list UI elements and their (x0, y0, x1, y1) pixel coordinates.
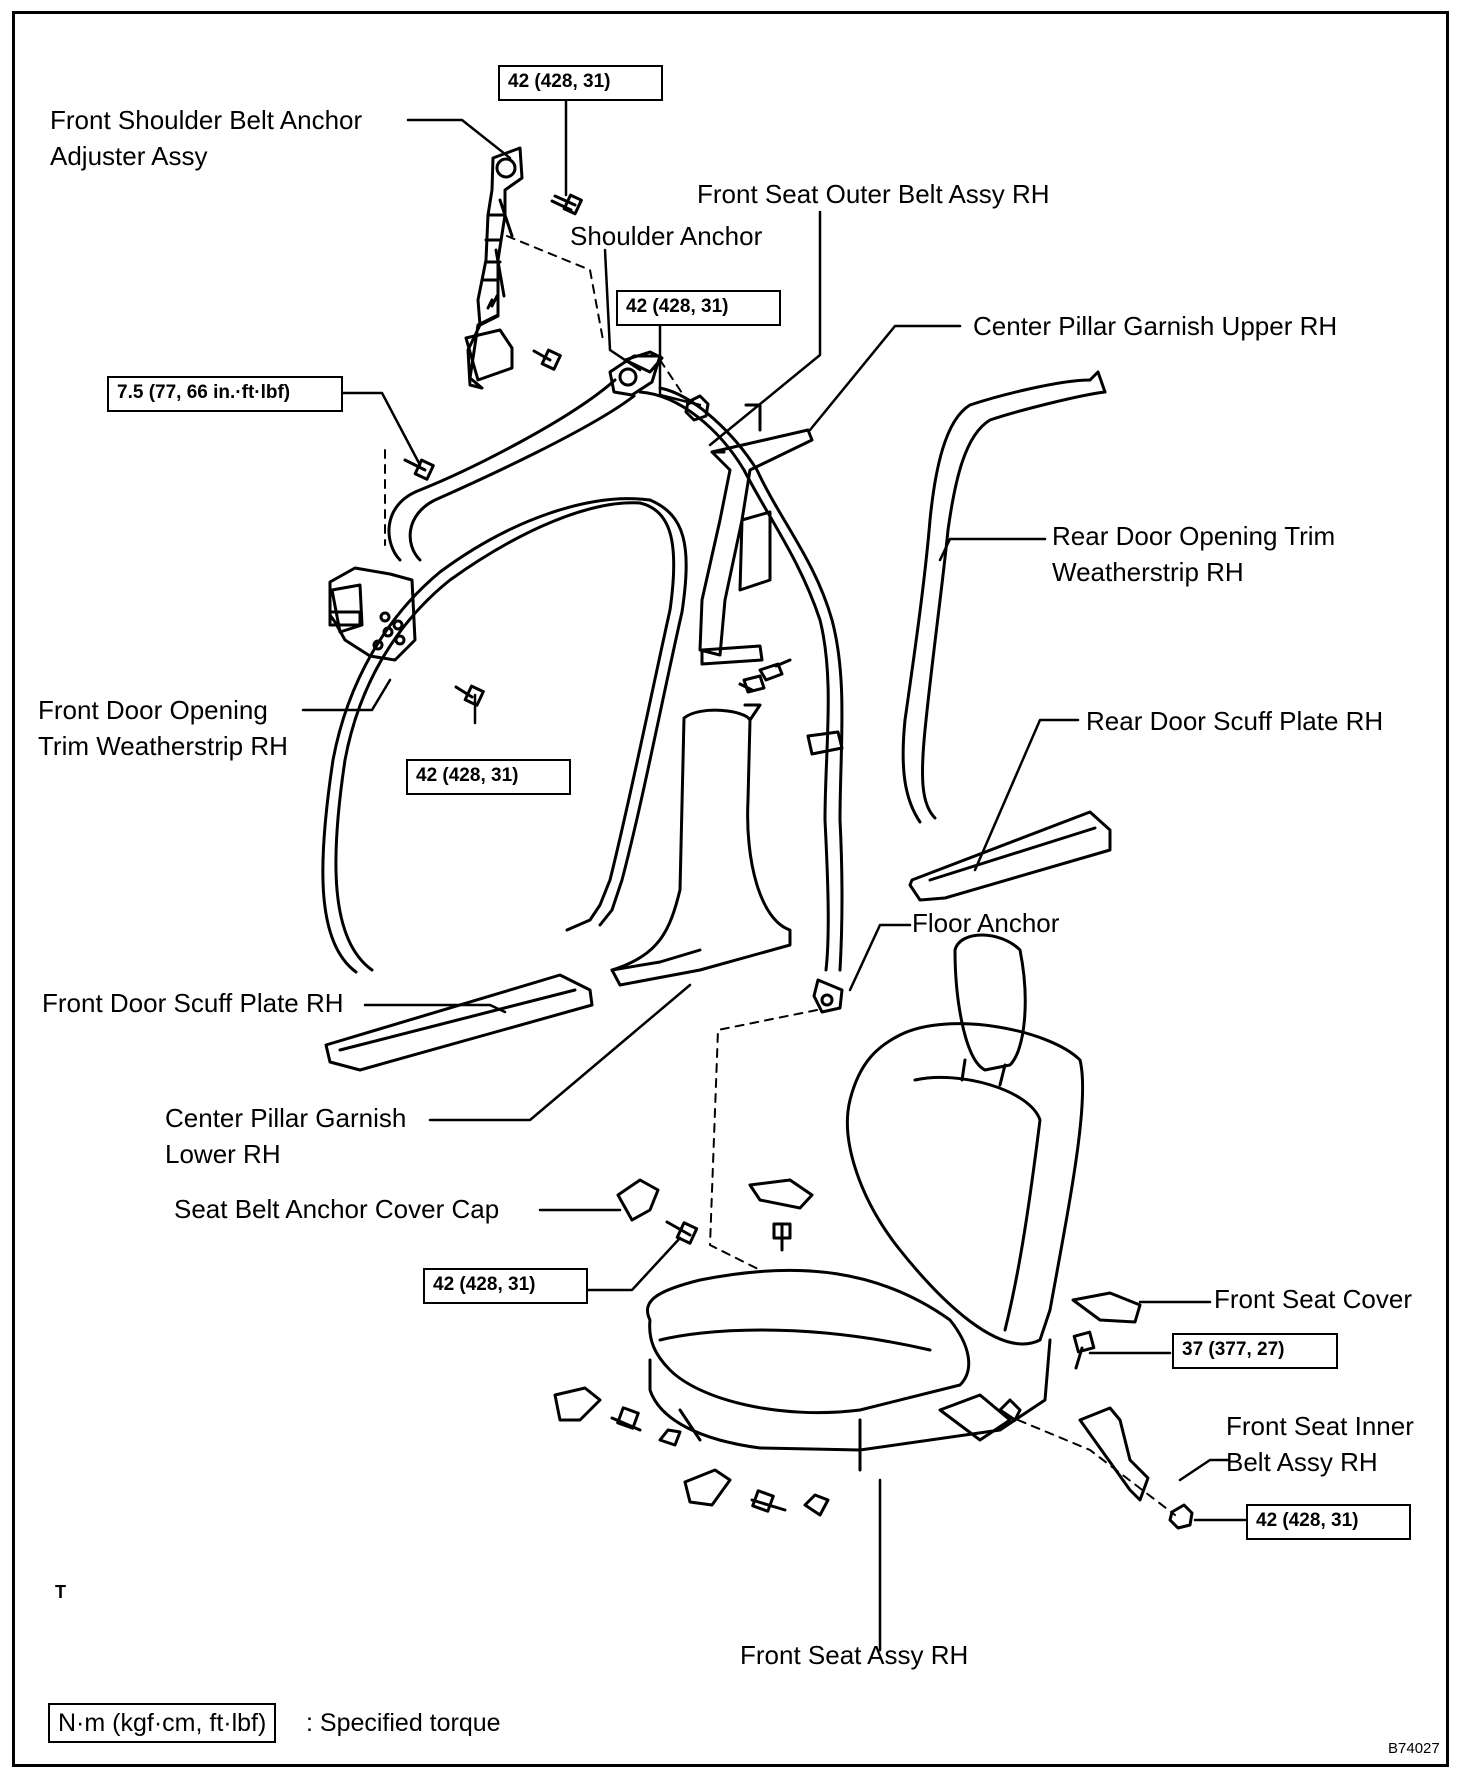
label-front-seat-cover: Front Seat Cover (1214, 1284, 1412, 1314)
seat-front-cover-icon-2 (683, 1468, 732, 1507)
seat-bolt-icon (1072, 1330, 1096, 1370)
legend-unit-box: N·m (kgf·cm, ft·lbf) (48, 1703, 277, 1743)
label-inner-belt-line2: Belt Assy RH (1226, 1447, 1378, 1477)
seat-cover-bolt-icon (772, 1222, 792, 1252)
floor-anchor-bolt-icon (665, 1220, 699, 1245)
retractor-part (328, 566, 417, 662)
adjuster-bolt-icon (550, 193, 583, 216)
label-rear-door-weatherstrip-line2: Weatherstrip RH (1052, 557, 1244, 587)
adjuster-lower-bolt-icon (532, 348, 562, 371)
label-center-pillar-lower-line1: Center Pillar Garnish (165, 1103, 407, 1133)
label-shoulder-belt-adjuster-line1: Front Shoulder Belt Anchor (50, 105, 363, 135)
seat-front-bolt-icon-2 (750, 1489, 787, 1513)
torque-inner-belt-nut: 42 (428, 31) (1246, 1504, 1411, 1540)
label-front-door-weatherstrip-line2: Trim Weatherstrip RH (38, 731, 288, 761)
torque-retractor-lower-bolt: 42 (428, 31) (406, 759, 571, 795)
label-center-pillar-upper: Center Pillar Garnish Upper RH (973, 311, 1338, 341)
seat-front-bolt-icon-1 (610, 1406, 642, 1432)
front-seat-cover-part (1071, 1291, 1142, 1324)
front-seat-part (646, 933, 1085, 1472)
front-door-weatherstrip-part (321, 497, 688, 974)
retractor-lower-bolt-icon (454, 684, 485, 707)
torque-adjuster-bolt: 42 (428, 31) (498, 65, 663, 101)
label-center-pillar-lower-line2: Lower RH (165, 1139, 281, 1169)
torque-shoulder-anchor-nut: 42 (428, 31) (616, 290, 781, 326)
diagram-frame (12, 11, 1449, 1767)
label-rear-door-scuff: Rear Door Scuff Plate RH (1086, 706, 1384, 736)
label-rear-door-weatherstrip-line1: Rear Door Opening Trim (1052, 521, 1336, 551)
label-anchor-cover-cap: Seat Belt Anchor Cover Cap (174, 1194, 500, 1224)
outer-belt-part (387, 354, 844, 1014)
label-inner-belt-line1: Front Seat Inner (1226, 1411, 1414, 1441)
label-shoulder-belt-adjuster-line2: Adjuster Assy (50, 141, 208, 171)
shoulder-anchor-nut-icon (684, 394, 710, 422)
rear-door-scuff-part (908, 810, 1112, 902)
center-pillar-lower-part (610, 703, 792, 987)
label-shoulder-anchor: Shoulder Anchor (570, 221, 763, 251)
torque-retractor-bolt: 7.5 (77, 66 in.·ft·lbf) (107, 376, 343, 412)
t-mark: T (55, 1582, 66, 1602)
anchor-cover-cap-part (616, 1178, 660, 1222)
pillar-upper-clip-icon-1 (758, 658, 792, 682)
pillar-upper-clip-icon-2 (738, 674, 766, 694)
center-pillar-upper-part (698, 403, 814, 666)
shoulder-anchor-part (623, 350, 664, 374)
torque-seat-bolt: 37 (377, 27) (1172, 1333, 1338, 1369)
shoulder-belt-adjuster-part (464, 146, 524, 390)
label-outer-belt: Front Seat Outer Belt Assy RH (697, 179, 1050, 209)
torque-floor-anchor-bolt: 42 (428, 31) (423, 1268, 588, 1304)
front-door-scuff-part (324, 973, 594, 1072)
rear-door-weatherstrip-part (901, 370, 1107, 824)
leader-lines (301, 98, 1247, 1652)
seat-front-cover-icon-1 (553, 1386, 602, 1422)
figure-code: B74027 (1388, 1740, 1440, 1757)
inner-belt-nut-icon (1168, 1503, 1194, 1530)
label-front-door-scuff: Front Door Scuff Plate RH (42, 988, 344, 1018)
label-front-seat-assy: Front Seat Assy RH (740, 1640, 969, 1670)
seat-rail-bracket-icon-1 (658, 1428, 682, 1447)
seat-rail-bracket-icon-2 (803, 1493, 830, 1517)
retractor-upper-bolt-icon (403, 458, 435, 481)
label-floor-anchor: Floor Anchor (912, 908, 1060, 938)
label-front-door-weatherstrip-line1: Front Door Opening (38, 695, 268, 725)
seat-cover-piece-icon (748, 1178, 814, 1210)
legend-text: : Specified torque (306, 1709, 501, 1737)
